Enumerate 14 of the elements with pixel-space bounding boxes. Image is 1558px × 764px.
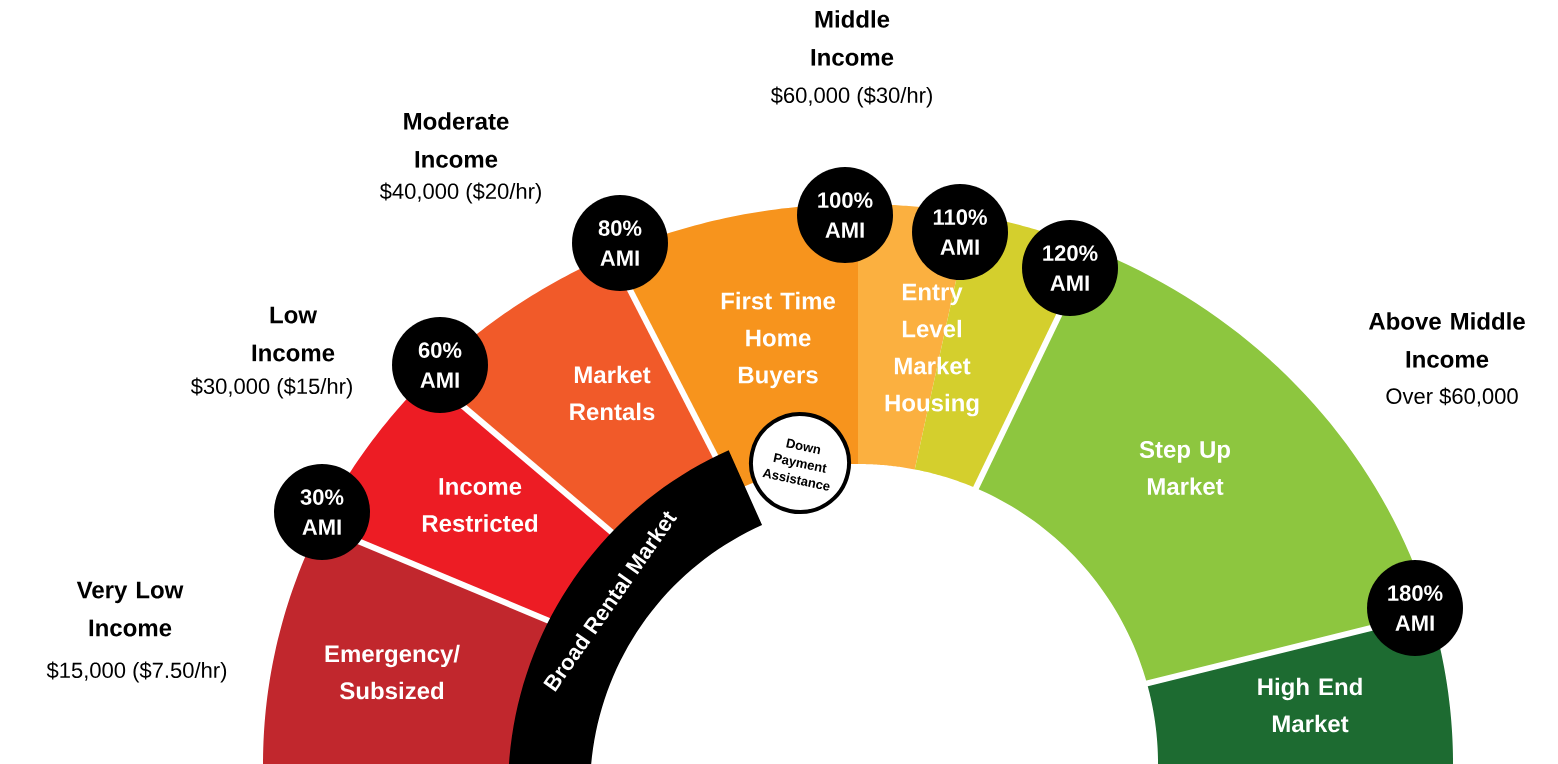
ami-badge: 110% AMI bbox=[912, 184, 1008, 280]
income-amount: $40,000 ($20/hr) bbox=[379, 182, 541, 204]
ami-badge: 30% AMI bbox=[274, 464, 370, 560]
income-amount: $15,000 ($7.50/hr) bbox=[46, 661, 227, 683]
income-heading: Middle Income bbox=[811, 10, 894, 66]
ami-badge: 100% AMI bbox=[797, 167, 893, 263]
income-heading: Moderate Income bbox=[404, 112, 509, 168]
income-heading: Low Income bbox=[252, 306, 335, 362]
ami-badge: 120% AMI bbox=[1022, 220, 1118, 316]
ami-badge: 180% AMI bbox=[1367, 560, 1463, 656]
ami-badge: 60% AMI bbox=[392, 317, 488, 413]
income-amount: $60,000 ($30/hr) bbox=[770, 86, 932, 108]
income-heading: Very Low Income bbox=[76, 581, 184, 637]
ami-badge: 80% AMI bbox=[572, 195, 668, 291]
